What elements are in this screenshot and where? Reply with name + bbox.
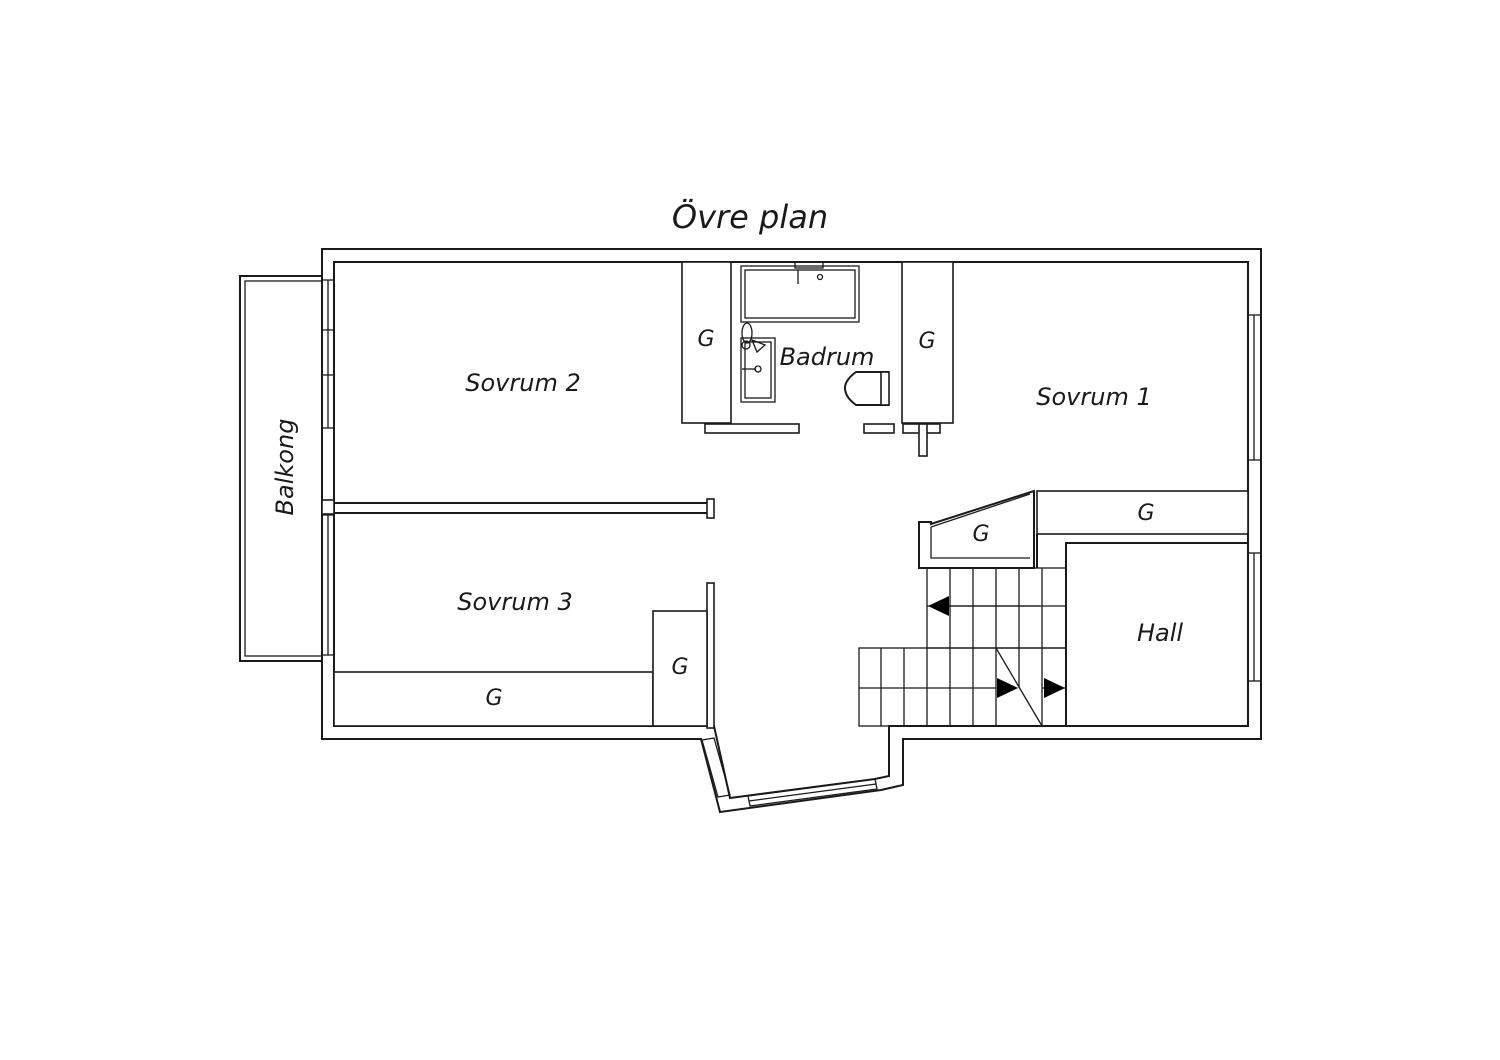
plan-title: Övre plan — [672, 198, 828, 236]
room-label-sovrum2: Sovrum 2 — [465, 369, 580, 397]
room-label-badrum: Badrum — [780, 343, 875, 371]
room-label-sovrum3: Sovrum 3 — [457, 588, 572, 616]
closet-sovrum1: G — [901, 261, 954, 424]
closet-stair-left: G — [918, 489, 1035, 569]
stair-arrow-icon — [1044, 678, 1065, 698]
closet-label: G — [485, 686, 502, 711]
closet-sovrum3-bottom: G — [333, 671, 654, 727]
closet-label: G — [1137, 501, 1154, 526]
room-label-sovrum1: Sovrum 1 — [1036, 383, 1151, 411]
stair-arrow-icon — [997, 678, 1018, 698]
bathroom-fixtures — [740, 261, 890, 406]
closet-stair-right: G — [1036, 490, 1249, 535]
staircase — [858, 567, 1067, 727]
room-label-hall: Hall — [1137, 619, 1183, 647]
closet-label: G — [918, 329, 935, 354]
closet-sovrum2: G — [681, 261, 732, 424]
closet-sovrum3-right: G — [652, 610, 708, 727]
room-label-balkong: Balkong — [271, 419, 299, 516]
closet-label: G — [972, 522, 989, 547]
stair-arrow-icon — [928, 596, 949, 616]
closet-label: G — [671, 655, 688, 680]
windows — [321, 279, 1262, 807]
closet-label: G — [697, 327, 714, 352]
